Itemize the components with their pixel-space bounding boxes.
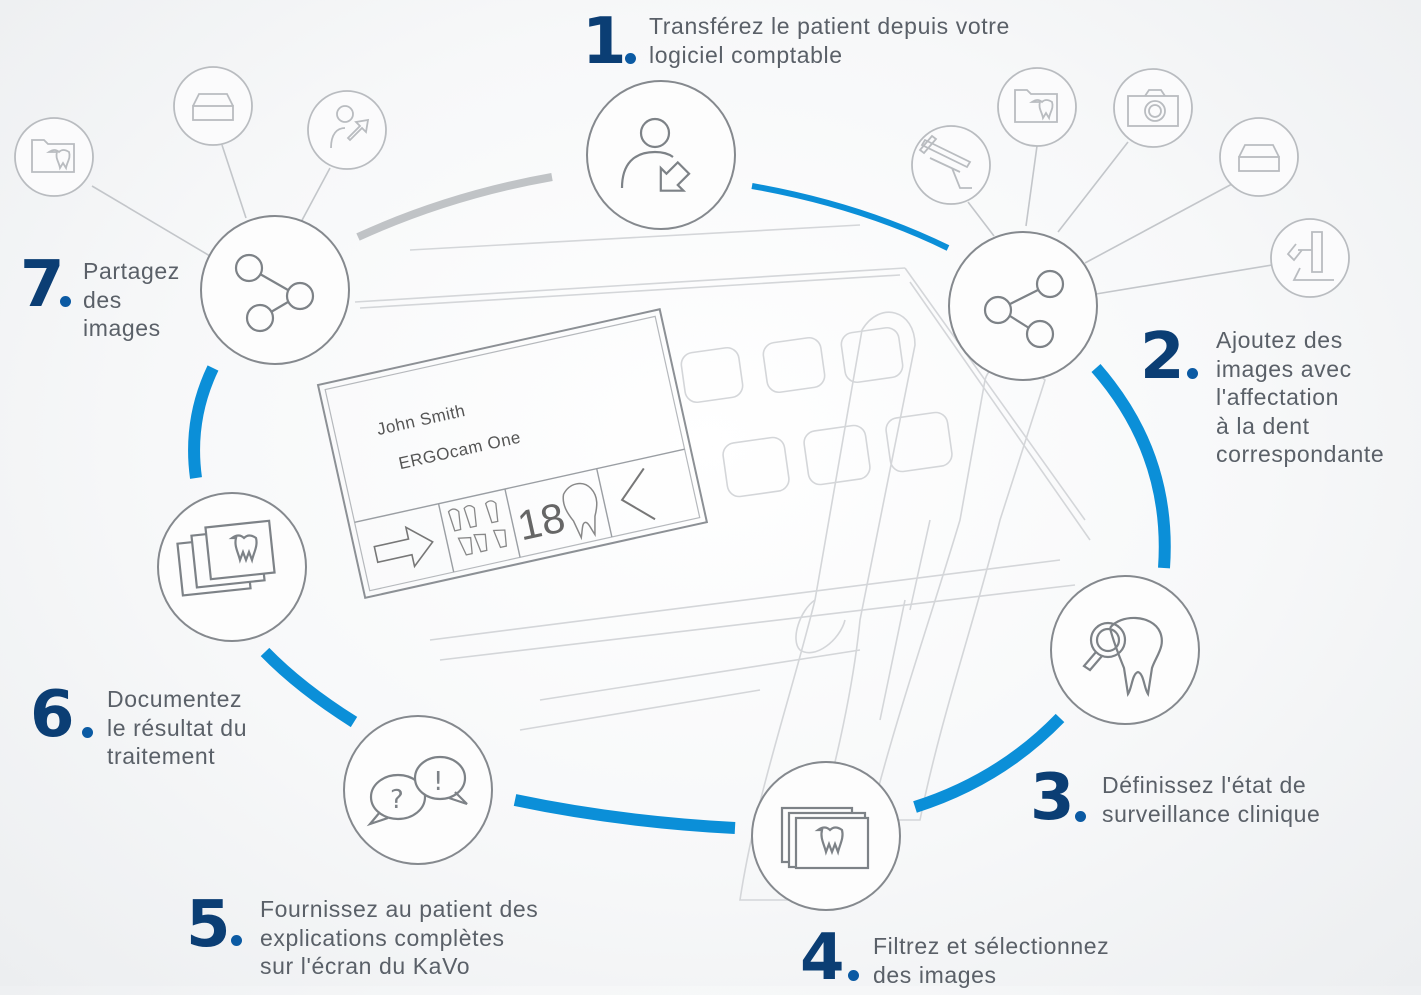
tooth-folder-icon[interactable] [997, 67, 1077, 147]
screen-patient-name: John Smith [375, 401, 467, 439]
box-icon[interactable] [1219, 117, 1299, 197]
step-7-number: 7 [20, 248, 65, 322]
photo-stack-icon [176, 519, 276, 597]
step-2-dot [1187, 368, 1198, 379]
step-7-dot [60, 296, 71, 307]
step-3-text: Définissez l'état de surveillance cliniq… [1102, 772, 1321, 827]
step-4-circle[interactable] [751, 761, 901, 911]
step-3-number: 3 [1030, 761, 1075, 835]
step-6-text: Documentez le résultat du traitement [107, 686, 248, 769]
step-2-circle[interactable] [948, 231, 1098, 381]
ring-segment-4-5 [513, 794, 736, 834]
speech-bubbles-icon: ? ! [366, 755, 468, 827]
ring-segment-1-2 [751, 183, 950, 251]
step-5-dot [231, 935, 242, 946]
ring-segment-6-7 [188, 365, 219, 479]
xray-unit-icon[interactable] [1270, 218, 1350, 298]
step-2-text: Ajoutez des images avec l'affectation à … [1216, 327, 1385, 467]
workflow-ring [188, 173, 1171, 834]
tooth-chart-icon[interactable] [447, 499, 508, 557]
ring-segment-2-3 [1091, 364, 1171, 569]
image-stack-icon [780, 806, 870, 870]
patient-transfer-icon [620, 117, 691, 192]
step-1-circle[interactable] [586, 80, 736, 230]
screen-tooth-number: 18 [513, 493, 569, 549]
step-7-circle[interactable] [200, 215, 350, 365]
step-2-number: 2 [1140, 320, 1185, 394]
step-6-circle[interactable] [157, 492, 307, 642]
ring-segment-gray [356, 173, 553, 241]
step-3-circle[interactable] [1050, 575, 1200, 725]
step-7-text: Partagez des images [83, 258, 180, 341]
ring-segment-3-4 [913, 713, 1065, 813]
device-screen: John Smith ERGOcam One 18 [316, 308, 709, 600]
svg-text:!: ! [433, 767, 443, 797]
step-5-number: 5 [186, 888, 231, 962]
step-5-text: Fournissez au patient des explications c… [260, 896, 539, 979]
satellite-connectors [91, 141, 1273, 295]
step-5-circle[interactable]: ? ! [343, 715, 493, 865]
arrow-right-icon[interactable] [372, 522, 437, 574]
chevron-left-icon[interactable] [616, 467, 656, 525]
share-icon [234, 253, 315, 333]
step-1-text: Transférez le patient depuis votre logic… [649, 13, 1010, 68]
step-1-dot [625, 53, 636, 64]
step-4-text: Filtrez et sélectionnez des images [873, 933, 1110, 988]
ring-segment-5-6 [260, 647, 358, 728]
svg-text:?: ? [390, 785, 404, 815]
tooth-icon [562, 482, 598, 541]
camera-icon[interactable] [1113, 68, 1193, 148]
screen-device-name: ERGOcam One [397, 428, 523, 474]
tooth-magnifier-icon [1082, 616, 1163, 697]
step-3-dot [1075, 811, 1086, 822]
satellite-left [14, 66, 387, 197]
share-icon [983, 269, 1065, 349]
box-icon[interactable] [173, 66, 253, 146]
step-4-number: 4 [800, 921, 845, 995]
handpiece-icon[interactable] [911, 125, 991, 205]
tooth-folder-icon[interactable] [14, 117, 94, 197]
step-4-dot [848, 970, 859, 981]
patient-transfer-icon[interactable] [307, 90, 387, 170]
satellite-right [911, 67, 1350, 298]
step-6-dot [82, 727, 93, 738]
step-1-number: 1 [582, 5, 627, 79]
step-6-number: 6 [30, 678, 75, 752]
